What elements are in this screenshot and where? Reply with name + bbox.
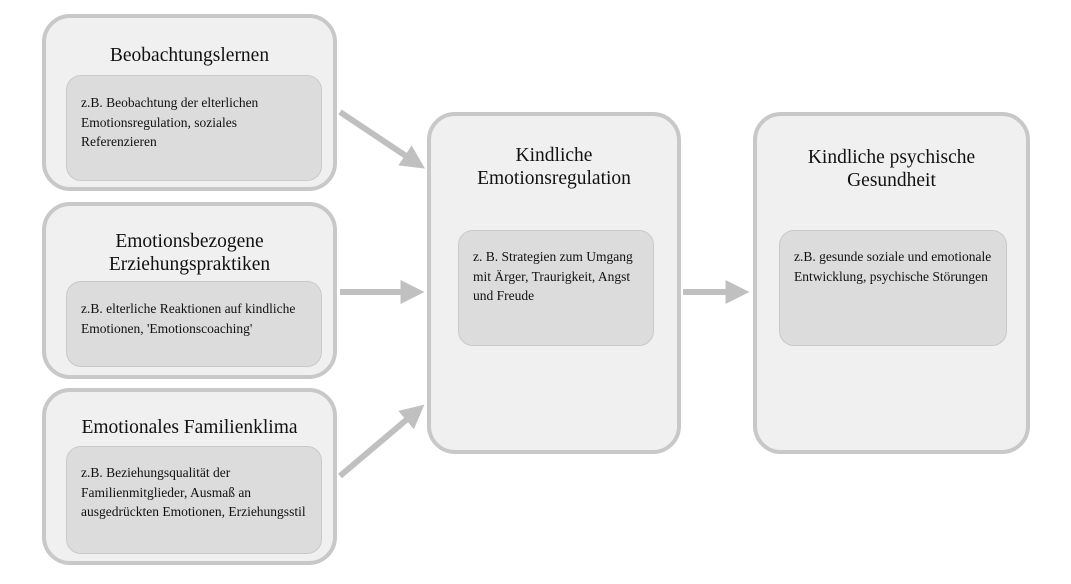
box-title: Emotionales Familienklima [81,417,298,438]
box-detail: z.B. Beobachtung der elterlichen Emotion… [66,75,322,181]
box-emotionsbezogene-erziehungspraktiken: Emotionsbezogene Erziehungspraktiken z.B… [42,202,337,379]
box-emotionales-familienklima: Emotionales Familienklima z.B. Beziehung… [42,388,337,565]
box-title: Kindliche Emotionsregulation [477,145,631,189]
box-detail: z. B. Strategien zum Umgang mit Ärger, T… [458,230,654,346]
box-kindliche-psychische-gesundheit: Kindliche psychische Gesundheit z.B. ges… [753,112,1030,454]
arrow-familienklima-to-regulation [338,404,425,479]
box-detail: z.B. Beziehungsqualität der Familienmitg… [66,446,322,554]
box-title: Beobachtungslernen [109,45,270,66]
box-detail: z.B. elterliche Reaktionen auf kindliche… [66,281,322,367]
box-title: Kindliche psychische Gesundheit [807,147,976,191]
box-kindliche-emotionsregulation: Kindliche Emotionsregulation z. B. Strat… [427,112,681,454]
box-title: Emotionsbezogene Erziehungspraktiken [108,231,271,275]
box-detail: z.B. gesunde soziale und emotionale Entw… [779,230,1007,346]
box-beobachtungslernen: Beobachtungslernen z.B. Beobachtung der … [42,14,337,191]
arrow-beobachtung-to-regulation [338,109,425,169]
